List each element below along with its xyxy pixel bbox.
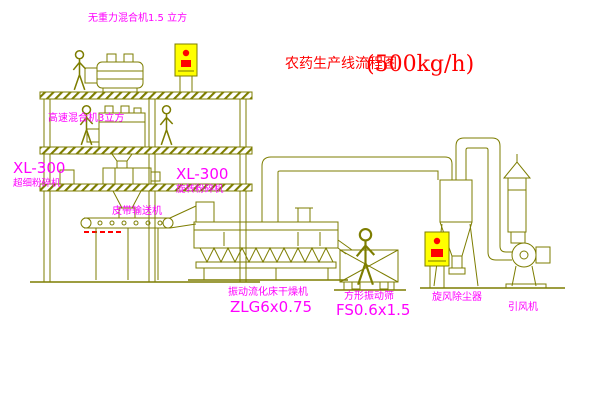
dryer-inlet-hopper [195, 201, 215, 223]
worker-figure-top [72, 49, 87, 91]
label-dryer-model: ZLG6x0.75 [230, 298, 312, 316]
label-sieve-model: FS0.6x1.5 [336, 301, 410, 319]
labels: 农药生产线流程图 (500kg/h) 无重力混合机1.5 立方 高速混合机3立方… [13, 11, 538, 319]
high-speed-mixer [86, 105, 146, 169]
control-cabinet-right [424, 231, 450, 288]
belt-conveyor [80, 205, 197, 280]
label-gravity-mixer: 无重力混合机1.5 立方 [88, 11, 187, 24]
mixer-motor [86, 128, 100, 143]
floor-slab-mid [39, 146, 253, 155]
sieve-cross-brace [339, 249, 399, 283]
fan-motor [535, 246, 551, 264]
label-high-speed-mixer: 高速混合机3立方 [48, 111, 124, 124]
worker-figure-mid-right [159, 105, 174, 146]
exhaust-duct [261, 156, 453, 222]
side-hopper [59, 169, 75, 185]
gravity-free-mixer [84, 53, 144, 92]
indicator-lamp-icon [182, 49, 190, 57]
diagram-title-capacity: (500kg/h) [366, 52, 474, 77]
exhaust-stack [502, 154, 532, 233]
floor-slab-top [39, 91, 253, 100]
diagram-title: 农药生产线流程图 [285, 56, 397, 72]
label-sieve-name: 方形振动筛 [344, 289, 394, 302]
label-fan: 引风机 [508, 300, 538, 313]
label-belt-conveyor: 皮带输送机 [112, 204, 162, 217]
stack-cap [502, 161, 532, 179]
control-cabinet-top [174, 43, 198, 92]
cyclone-outlet-pipe [455, 137, 501, 246]
label-mill-mid-model: XL-300 [176, 165, 228, 183]
discharge-chute [169, 205, 197, 229]
label-mill-left-name: 超细粉碎机 [13, 177, 61, 189]
label-dryer-name: 振动流化床干燥机 [228, 285, 308, 298]
control-panel-icon [181, 60, 191, 67]
square-vibrating-sieve [334, 249, 406, 291]
mixer-motor [84, 67, 98, 84]
feed-stub [295, 207, 313, 222]
control-panel-icon [431, 249, 443, 257]
label-mill-mid-name: 旋转粉碎机 [176, 183, 224, 195]
fluid-bed-dryer [188, 201, 353, 281]
mill-motor [150, 171, 161, 182]
worker-figure-sieve [355, 228, 376, 286]
fan-volute [511, 242, 537, 268]
label-mill-left-model: XL-300 [13, 159, 65, 177]
label-cyclone: 旋风除尘器 [432, 290, 482, 303]
indicator-lamp-icon [433, 237, 441, 245]
vibration-springs [199, 246, 334, 264]
